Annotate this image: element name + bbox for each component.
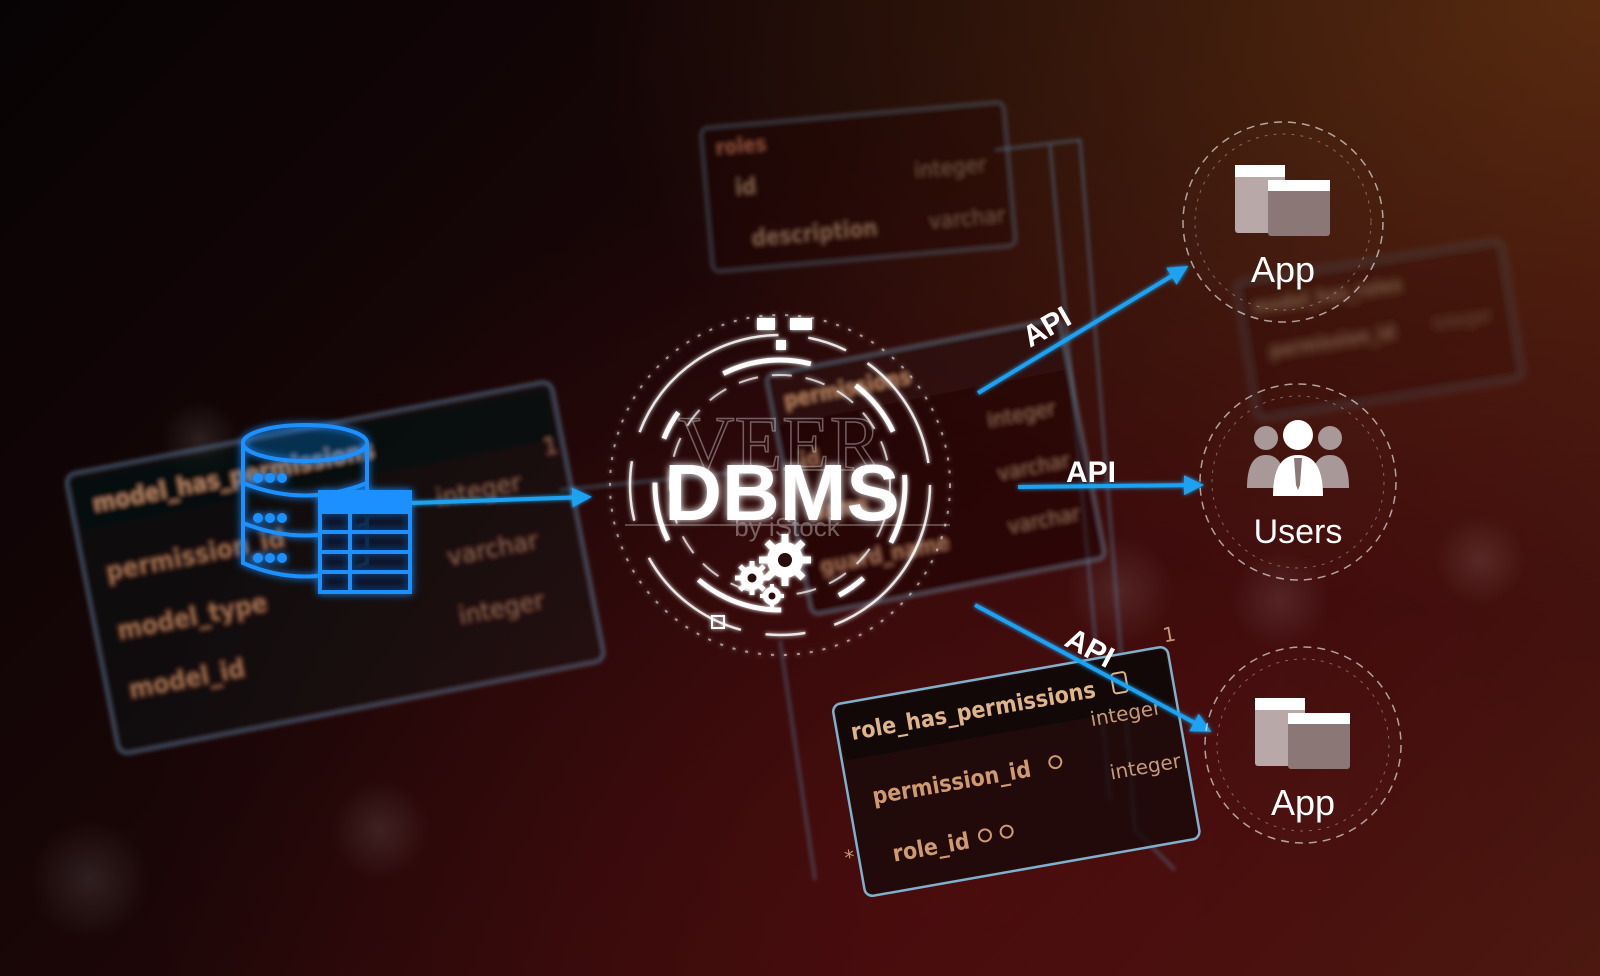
table-roles-row-name: id — [734, 174, 757, 201]
users-icon — [1247, 420, 1349, 496]
link-icon — [999, 824, 1014, 839]
arrow-to-users — [1017, 475, 1204, 496]
table-permissions: permissions id integer name varchar guar… — [765, 318, 1106, 616]
database-table-icon — [241, 423, 412, 594]
arrows — [411, 265, 1212, 732]
arrow-to-app-bottom — [974, 603, 1212, 732]
relation-marker-one: 1 — [1161, 621, 1178, 647]
app-window-icon — [1255, 698, 1350, 769]
gears-icon — [735, 534, 811, 608]
node-app-bottom: App — [1204, 646, 1402, 844]
dbms-label: DBMS — [664, 448, 900, 537]
users-label: Users — [1254, 513, 1343, 551]
key-icon — [1110, 671, 1129, 695]
table-role-has-permissions: role_has_permissions permission_id integ… — [832, 621, 1201, 898]
table-model-has-roles: model_has_roles permission_id integer — [1235, 239, 1524, 421]
relation-marker-many: * — [843, 845, 857, 870]
arrow-db-to-dbms — [411, 487, 592, 508]
key-icon — [977, 828, 992, 843]
dbms-hub — [609, 314, 951, 656]
node-app-top: App — [1182, 121, 1384, 323]
arrow-to-app-top — [976, 265, 1189, 395]
key-icon — [1048, 755, 1063, 770]
app-window-icon — [1235, 165, 1330, 236]
app-label: App — [1271, 782, 1335, 823]
relation-marker-one: 1 — [541, 434, 560, 461]
table-roles: roles id integer description varchar — [699, 101, 1017, 273]
watermark: VEER by iStock — [625, 399, 950, 542]
watermark-main: VEER — [678, 400, 882, 487]
table-permissions-row-name: id — [798, 445, 822, 472]
table-roles-title: roles — [715, 131, 767, 159]
node-users: Users — [1199, 383, 1397, 581]
api-label: API — [1066, 456, 1116, 489]
app-label: App — [1251, 249, 1315, 290]
